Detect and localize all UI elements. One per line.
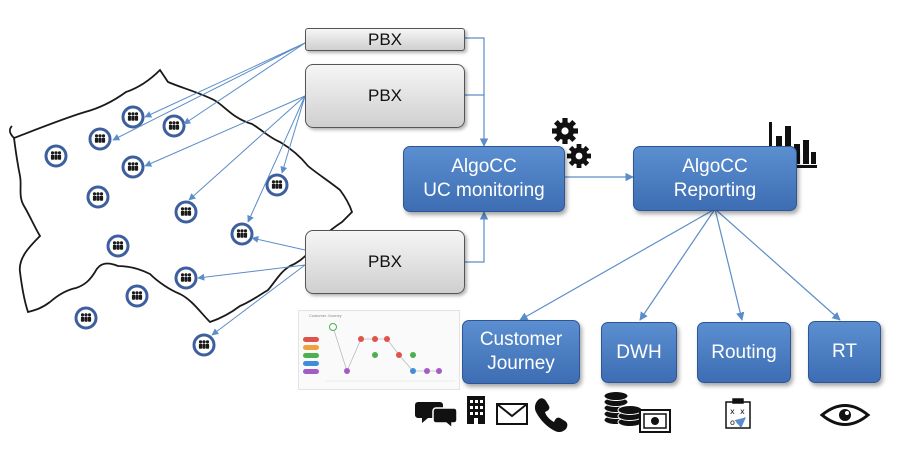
svg-text:x: x xyxy=(730,407,735,416)
dwh-box: DWH xyxy=(601,322,677,383)
contact-center-node xyxy=(176,202,196,222)
customer-journey-box: Customer Journey xyxy=(462,320,580,384)
pbx-box-top: PBX xyxy=(305,28,465,51)
customer-journey-label: Customer Journey xyxy=(479,329,563,374)
dwh-label: DWH xyxy=(616,341,662,363)
coins-cash-icon xyxy=(603,391,671,433)
contact-center-node xyxy=(123,107,143,127)
envelope-icon xyxy=(496,403,528,425)
contact-center-node xyxy=(232,224,252,244)
routing-label: Routing xyxy=(711,341,777,363)
contact-center-node xyxy=(176,268,196,288)
contact-center-node xyxy=(267,175,287,195)
contact-center-node xyxy=(164,116,184,136)
algocc-reporting-label: AlgoCC Reporting xyxy=(673,155,757,201)
pbx-node-connectors xyxy=(112,42,306,336)
contact-center-node xyxy=(90,129,110,149)
eye-icon xyxy=(819,404,871,426)
algocc-reporting-box: AlgoCC Reporting xyxy=(633,146,797,211)
building-icon xyxy=(467,396,485,424)
contact-center-node xyxy=(127,286,147,306)
country-border-tail xyxy=(8,125,15,139)
routing-box: Routing xyxy=(697,322,791,383)
contact-center-node xyxy=(108,236,128,256)
contact-center-node xyxy=(123,157,143,177)
pbx-monitoring-connectors xyxy=(463,37,489,263)
svg-text:o: o xyxy=(730,418,735,427)
pbx-box-middle: PBX xyxy=(305,64,465,128)
pbx-label: PBX xyxy=(367,86,403,105)
contact-center-node xyxy=(46,146,66,166)
strategy-board-icon: x x o xyxy=(725,398,751,429)
contact-center-node xyxy=(194,335,214,355)
rt-box: RT xyxy=(808,321,881,383)
svg-text:x: x xyxy=(740,407,745,416)
pbx-box-bottom: PBX xyxy=(305,230,465,294)
rt-label: RT xyxy=(832,341,857,362)
customer-journey-thumbnail: Customer Journey xyxy=(298,310,460,390)
reporting-output-connectors xyxy=(519,208,841,321)
algocc-monitoring-box: AlgoCC UC monitoring xyxy=(403,146,565,212)
journey-mini-chart xyxy=(303,323,455,382)
pbx-label: PBX xyxy=(367,252,403,271)
chat-icon xyxy=(415,402,458,430)
algocc-monitoring-label: AlgoCC UC monitoring xyxy=(423,156,545,201)
gears-icon xyxy=(552,118,591,168)
pbx-label: PBX xyxy=(367,29,403,49)
phone-icon xyxy=(534,398,568,433)
thumbnail-title: Customer Journey xyxy=(309,313,342,318)
contact-center-node xyxy=(76,308,96,328)
contact-center-node xyxy=(88,187,108,207)
journey-row-labels xyxy=(303,337,319,374)
